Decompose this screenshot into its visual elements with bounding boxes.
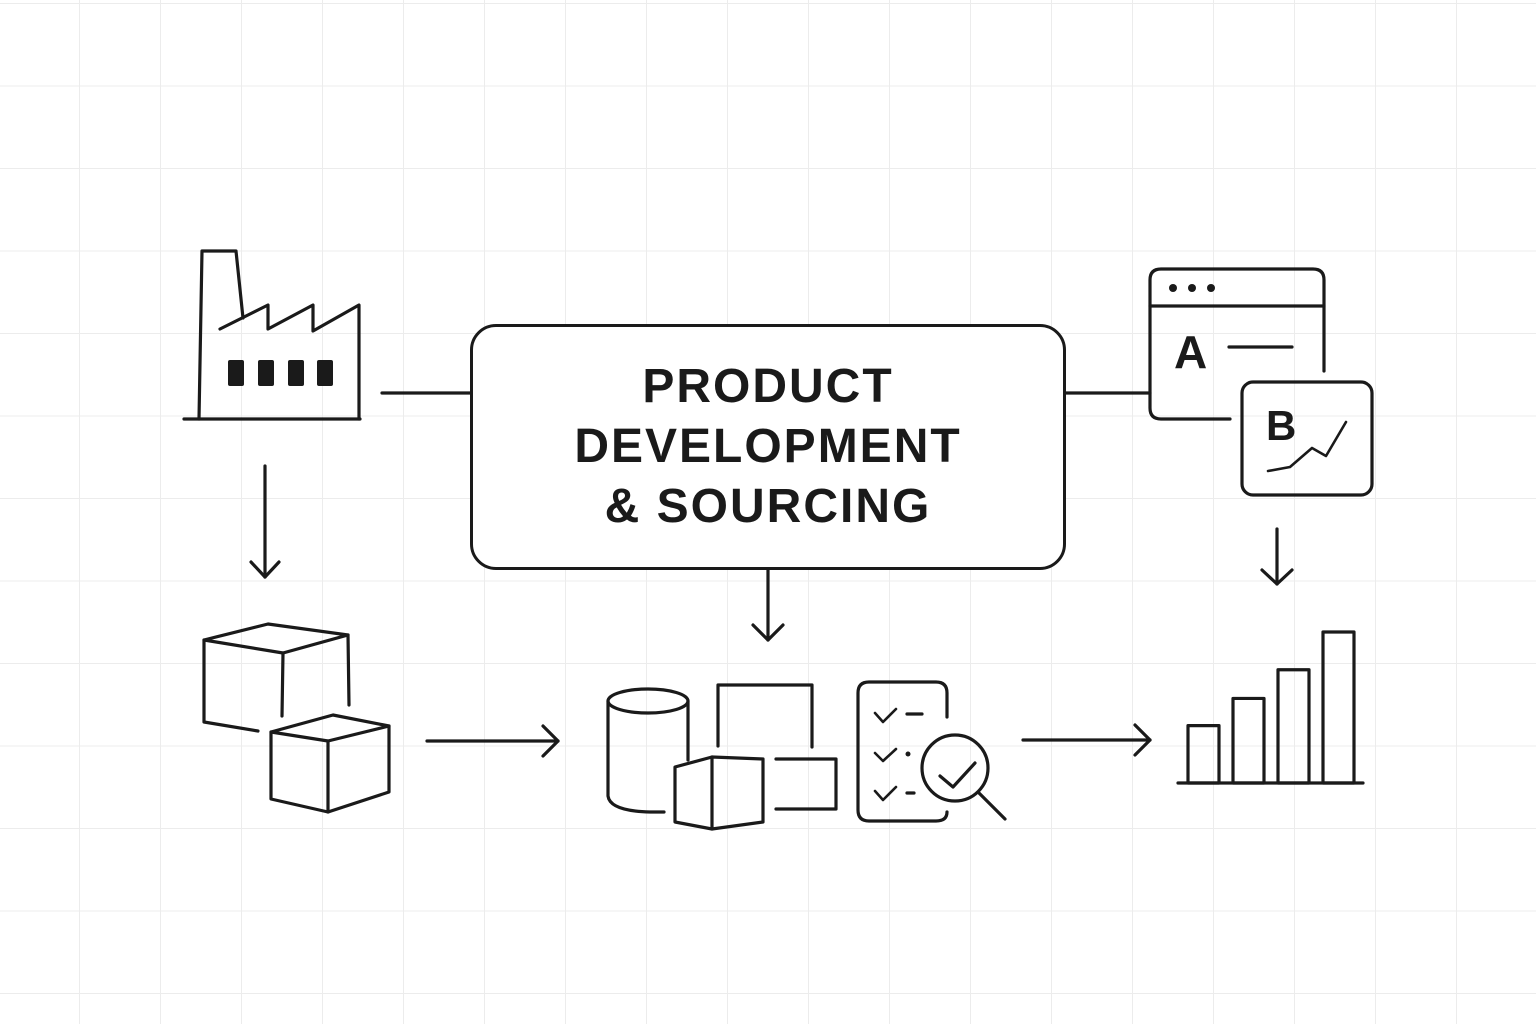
arrow-boxes-to-inventory <box>425 724 560 758</box>
magnifier-icon <box>920 733 990 803</box>
factory-window <box>228 360 244 386</box>
inventory-group-icon <box>606 680 1007 831</box>
arrow-center-to-inventory <box>751 568 785 642</box>
check-icon <box>873 747 898 763</box>
center-title-line-2: DEVELOPMENT <box>574 420 962 473</box>
center-node-box: PRODUCT DEVELOPMENT & SOURCING <box>470 324 1066 570</box>
window-dot <box>1207 284 1215 292</box>
variant-a-letter: A <box>1174 326 1208 378</box>
checklist-magnifier-icon <box>856 680 1007 823</box>
bar-chart-bar <box>1186 724 1221 785</box>
factory-icon <box>182 249 362 421</box>
bar-chart-bar <box>1276 668 1311 785</box>
variant-b-letter: B <box>1266 402 1297 449</box>
factory-window <box>258 360 274 386</box>
bar-chart-bar <box>1231 696 1266 785</box>
check-icon <box>873 785 898 802</box>
factory-window <box>288 360 304 386</box>
arrow-factory-to-boxes <box>249 464 281 579</box>
database-icon <box>606 687 690 814</box>
center-title-line-3: & SOURCING <box>604 480 932 533</box>
factory-window <box>317 360 333 386</box>
arrow-abtest-to-chart <box>1260 527 1294 586</box>
ab-test-icon <box>1148 267 1374 497</box>
arrow-inventory-to-chart <box>1021 723 1152 757</box>
window-dot <box>1188 284 1196 292</box>
window-dot <box>1169 284 1177 292</box>
center-title-line-1: PRODUCT <box>642 360 894 413</box>
trend-line-icon <box>1266 420 1348 473</box>
bar-chart-bar <box>1321 630 1356 785</box>
check-icon <box>873 707 898 724</box>
package-icon <box>673 683 838 831</box>
check-icon <box>938 761 977 789</box>
boxes-icon <box>202 622 391 814</box>
bar-chart-icon <box>1176 630 1365 785</box>
